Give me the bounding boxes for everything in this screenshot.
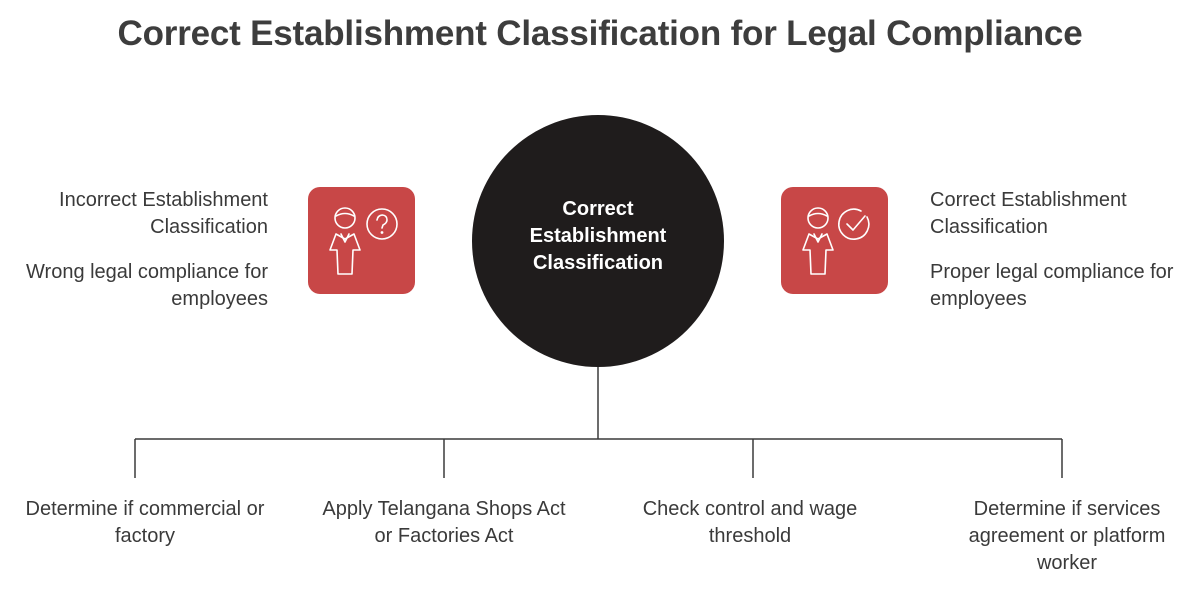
center-node: Correct Establishment Classification: [472, 115, 724, 367]
left-heading: Incorrect Establishment Classification: [59, 189, 268, 238]
person-check-icon: [802, 207, 870, 275]
center-label-line-2: Establishment: [529, 224, 667, 247]
right-panel-text: Correct Establishment Classification Pro…: [930, 187, 1180, 331]
left-panel-text: Incorrect Establishment Classification W…: [0, 187, 268, 331]
left-icon-box: [308, 187, 415, 294]
step-check-control-wage: Check control and wage threshold: [642, 498, 858, 547]
step-determine-commercial-or-factory: Determine if commercial or factory: [25, 498, 265, 547]
center-label-line-3: Classification: [532, 251, 664, 274]
center-label-line-1: Correct: [562, 197, 634, 220]
right-icon-box: [781, 187, 888, 294]
right-detail: Proper legal compliance for employees: [930, 261, 1174, 310]
right-heading: Correct Establishment Classification: [930, 189, 1127, 238]
left-detail: Wrong legal compliance for employees: [26, 261, 268, 310]
step-determine-services-or-platform: Determine if services agreement or platf…: [968, 498, 1166, 574]
person-question-icon: [329, 207, 398, 275]
step-apply-act: Apply Telangana Shops Act or Factories A…: [322, 498, 566, 547]
page-title: Correct Establishment Classification for…: [117, 14, 1083, 53]
